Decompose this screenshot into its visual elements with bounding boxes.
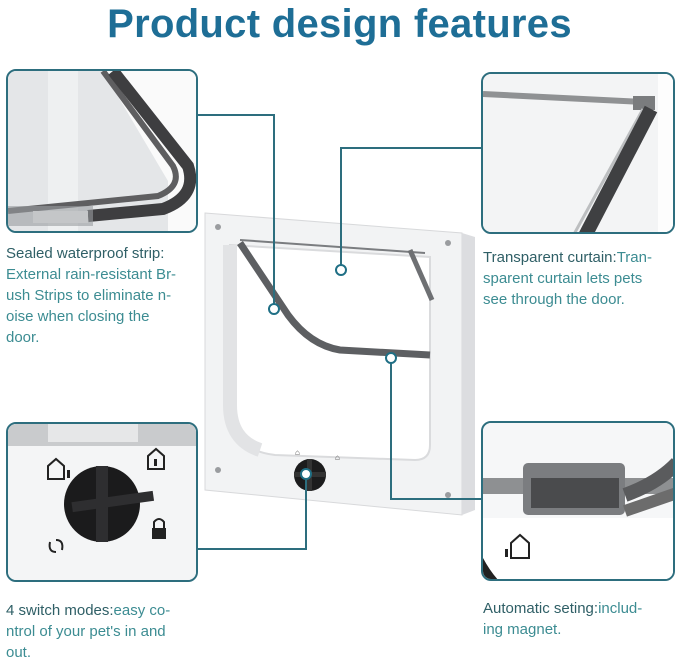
caption-transparent-curtain: Transparent curtain:Tran- sparent curtai…	[483, 249, 652, 308]
hotspot-switch	[300, 468, 312, 480]
padlock-icon	[152, 518, 166, 539]
hotspot-waterproof	[268, 303, 280, 315]
leader-line-switch	[197, 548, 307, 550]
switch-modes-detail-image	[6, 422, 198, 582]
leader-line-switch-v	[305, 478, 307, 550]
rotate-arrows-icon	[48, 539, 64, 553]
leader-line-curtain-v	[340, 147, 342, 266]
transparent-curtain-detail-image	[481, 72, 675, 234]
leader-line-magnet-v	[390, 362, 392, 500]
caption-automatic-setting: Automatic seting:includ- ing magnet.	[483, 600, 643, 638]
leader-line-waterproof-v	[273, 114, 275, 306]
cat-flap-product-image: ⌂ ⌂	[200, 205, 480, 525]
caption-switch-modes: 4 switch modes:easy co- ntrol of your pe…	[6, 602, 171, 661]
house-exit-icon	[505, 533, 530, 559]
svg-text:⌂: ⌂	[335, 453, 340, 462]
waterproof-strip-detail-image	[6, 69, 198, 233]
svg-text:⌂: ⌂	[295, 448, 300, 457]
hotspot-curtain	[335, 264, 347, 276]
caption-waterproof-strip: Sealed waterproof strip: External rain-r…	[6, 245, 177, 346]
page-title: Product design features	[107, 2, 572, 46]
leader-line-magnet	[391, 498, 482, 500]
house-out-icon	[147, 447, 165, 470]
automatic-setting-detail-image	[481, 421, 675, 581]
house-in-icon	[47, 457, 70, 480]
hotspot-magnet	[385, 352, 397, 364]
leader-line-curtain	[341, 147, 482, 149]
leader-line-waterproof	[197, 114, 275, 116]
